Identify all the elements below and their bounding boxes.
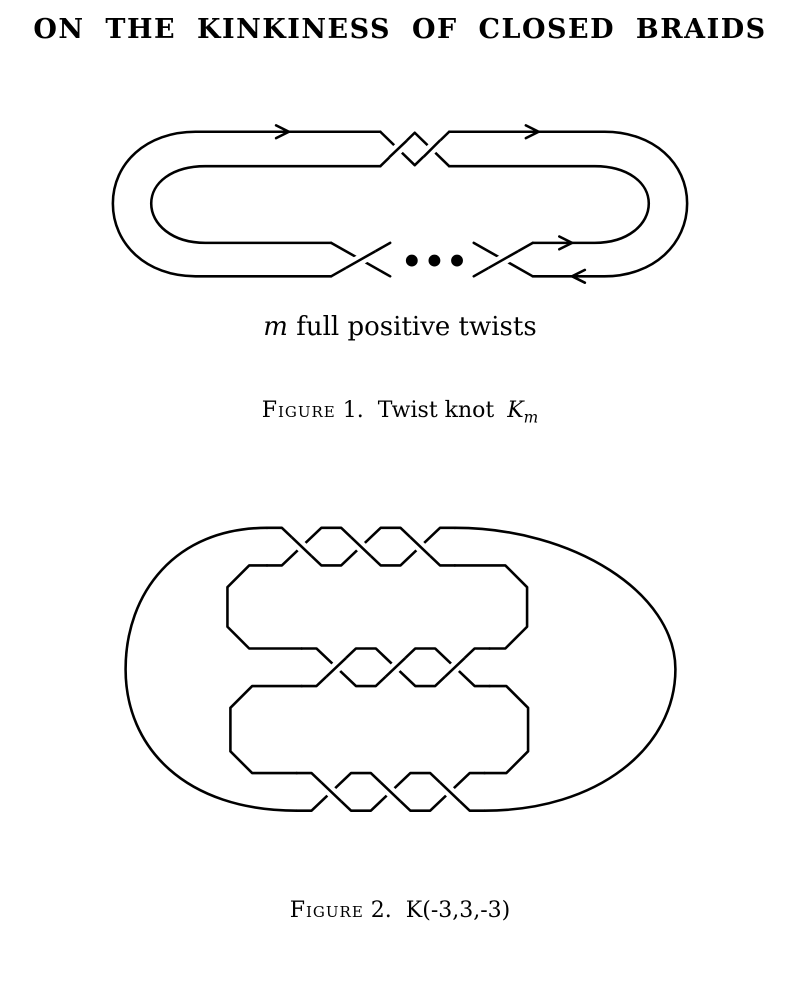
paper-title: ON THE KINKINESS OF CLOSED BRAIDS bbox=[33, 14, 767, 45]
arrow-right-icon bbox=[558, 235, 574, 251]
over-strand bbox=[320, 781, 342, 803]
ellipsis-dots bbox=[405, 254, 463, 267]
over-strand bbox=[438, 781, 461, 803]
twist-knot-diagram bbox=[111, 124, 689, 284]
over-strand bbox=[384, 657, 406, 678]
arrow-right-icon bbox=[274, 124, 291, 140]
over-strand bbox=[345, 250, 377, 270]
math-base: K bbox=[507, 398, 524, 423]
caption-text: Twist knot bbox=[377, 398, 495, 423]
over-strand bbox=[324, 657, 347, 678]
crossing-overpasses bbox=[343, 136, 521, 273]
figure2-caption: Figure 2. K(-3,3,-3) bbox=[0, 898, 800, 923]
right-lobe bbox=[453, 526, 677, 813]
over-strand bbox=[422, 139, 442, 158]
annotation-text: full positive twists bbox=[296, 312, 537, 342]
over-strand bbox=[349, 536, 372, 558]
caption-label: Figure bbox=[261, 398, 336, 423]
figure1-annotation: m full positive twists bbox=[0, 312, 800, 342]
math-subscript: m bbox=[523, 408, 539, 427]
arrow-left-icon bbox=[570, 268, 587, 284]
over-strand bbox=[388, 139, 408, 159]
inner-right-loop bbox=[447, 164, 651, 245]
left-connector bbox=[225, 564, 303, 651]
dot bbox=[405, 254, 418, 267]
outer-left-loop bbox=[111, 130, 382, 278]
crossing-overpasses bbox=[287, 533, 469, 806]
left-connector bbox=[228, 685, 303, 775]
orientation-arrows bbox=[274, 124, 587, 284]
caption-label: Figure bbox=[289, 898, 364, 924]
dot bbox=[451, 254, 463, 267]
right-connector bbox=[482, 685, 529, 775]
annotation-variable: m bbox=[263, 312, 288, 342]
caption-number: 2. bbox=[370, 898, 392, 924]
figure1-caption: Figure 1. Twist knot Km bbox=[0, 398, 800, 426]
left-lobe bbox=[123, 526, 298, 813]
right-connector bbox=[453, 564, 528, 651]
pretzel-knot-diagram bbox=[123, 526, 677, 813]
caption-number: 1. bbox=[342, 398, 364, 423]
caption-math: Km bbox=[507, 398, 539, 427]
over-strand bbox=[487, 250, 519, 270]
outer-right-loop bbox=[447, 130, 689, 278]
dot bbox=[428, 254, 441, 267]
figure-2 bbox=[0, 514, 800, 870]
over-strand bbox=[409, 536, 431, 558]
over-strand bbox=[290, 536, 312, 558]
figure-1: m full positive twists bbox=[0, 117, 800, 342]
over-strand bbox=[443, 657, 466, 678]
over-strand bbox=[379, 781, 401, 803]
inner-left-loop bbox=[149, 164, 382, 245]
caption-text: K(-3,3,-3) bbox=[405, 898, 511, 924]
arrow-right-icon bbox=[524, 124, 540, 140]
